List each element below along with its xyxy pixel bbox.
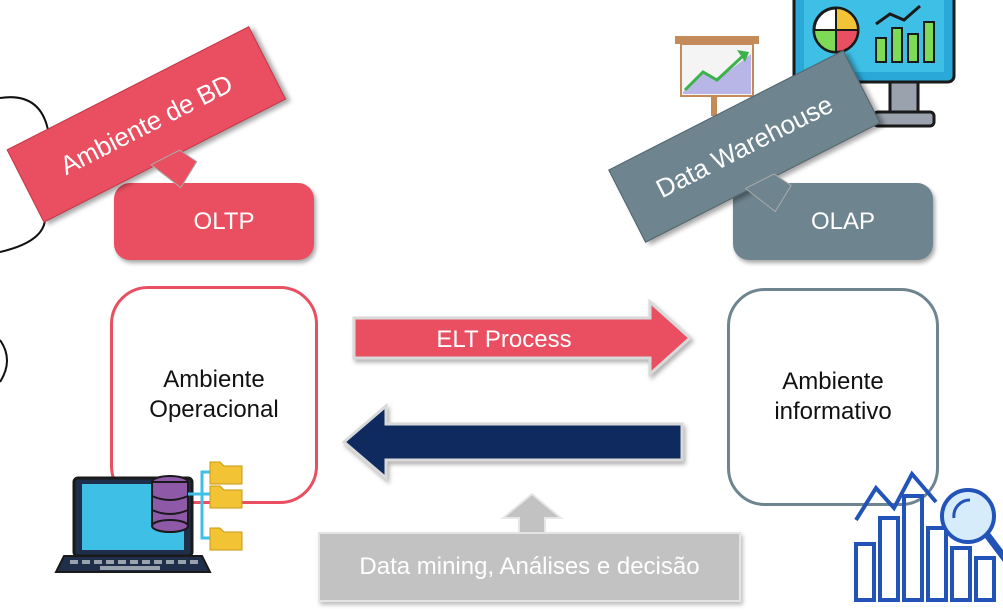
olap-label: OLAP bbox=[810, 207, 876, 235]
backward-arrow[interactable] bbox=[340, 402, 685, 482]
oltp-label: OLTP bbox=[193, 207, 255, 235]
elt-process-arrow[interactable] bbox=[350, 298, 695, 378]
elt-process-label: ELT Process bbox=[436, 326, 572, 353]
ambiente-bd-banner: Ambiente de BD bbox=[6, 26, 287, 223]
data-mining-box[interactable]: Data mining, Análises e decisão bbox=[318, 532, 741, 602]
env-op-line2: Operacional bbox=[149, 396, 279, 423]
env-inf-line2: informativo bbox=[774, 398, 892, 425]
presentation-board-icon bbox=[675, 36, 759, 116]
ambiente-informativo-box: Ambiente informativo bbox=[727, 288, 939, 506]
oltp-tag: OLTP bbox=[114, 183, 314, 260]
laptop-database-icon bbox=[54, 461, 243, 573]
bar-chart-search-icon bbox=[854, 470, 1003, 602]
data-mining-label: Data mining, Análises e decisão bbox=[359, 553, 700, 580]
env-op-line1: Ambiente bbox=[163, 366, 265, 393]
env-inf-line1: Ambiente bbox=[782, 368, 884, 395]
data-warehouse-banner: Data Warehouse bbox=[608, 49, 881, 243]
